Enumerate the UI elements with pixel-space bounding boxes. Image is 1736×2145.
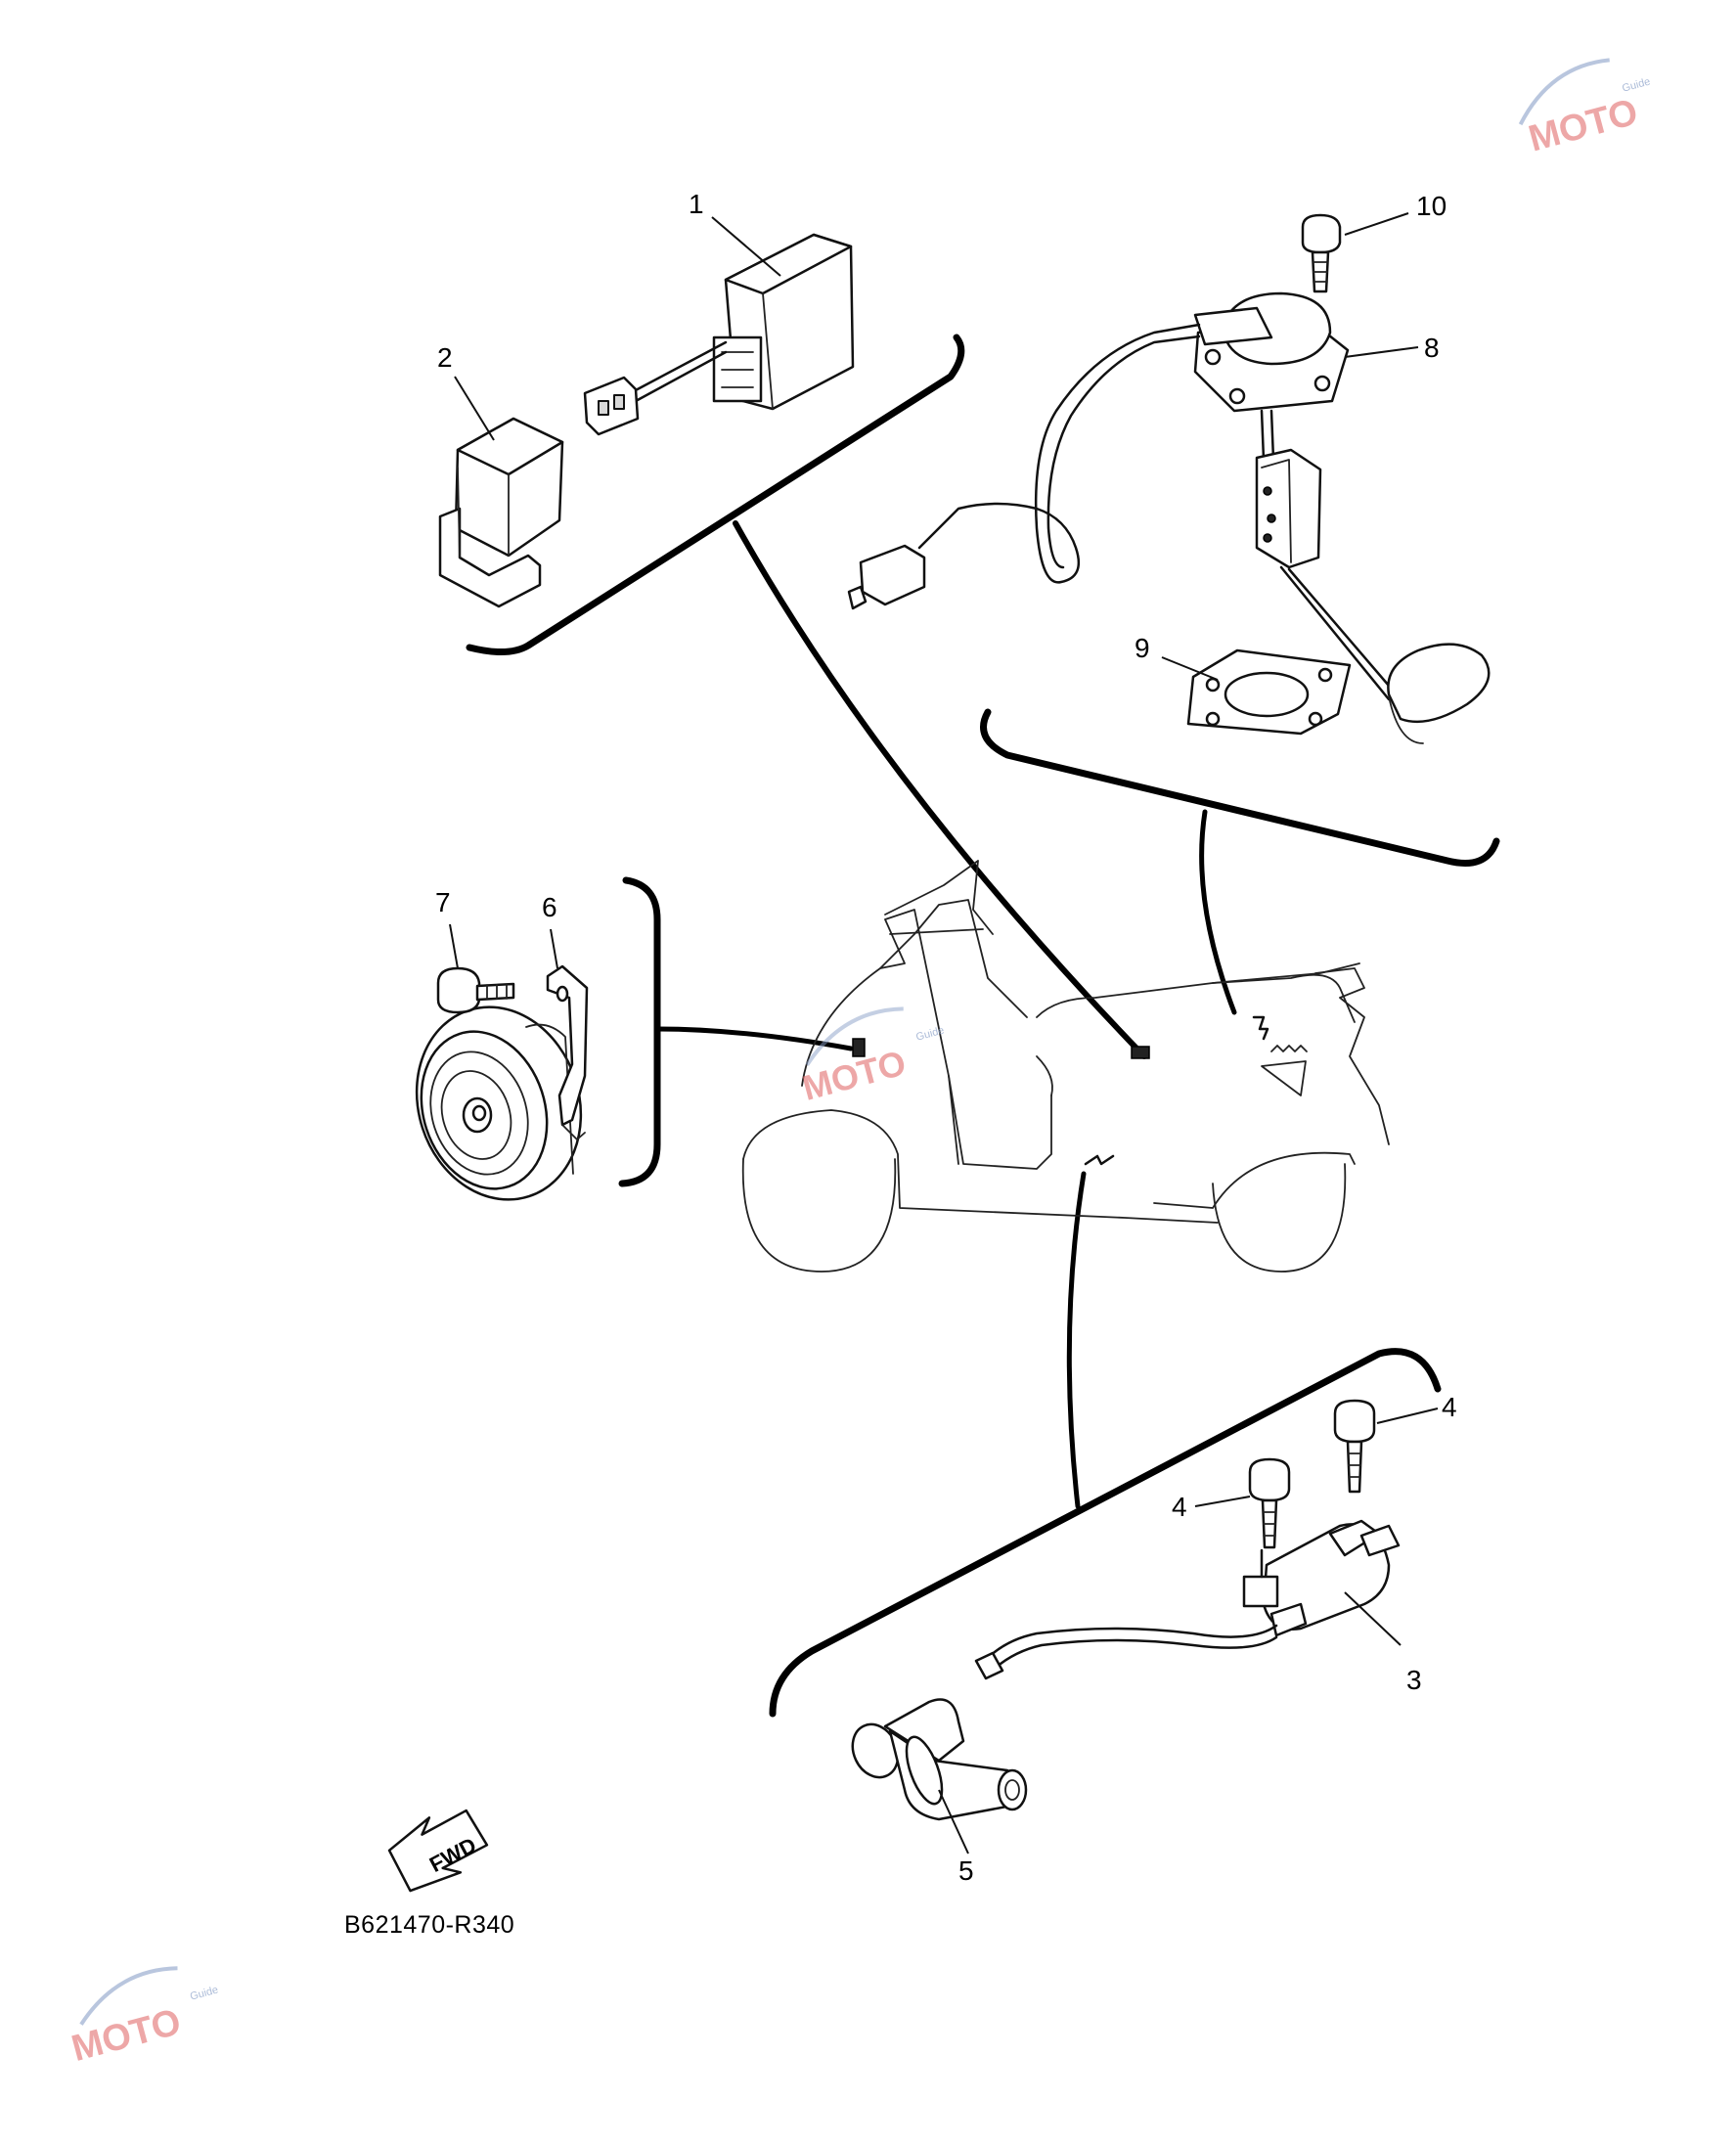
watermark-bottom-left: MOTO Guide <box>67 1966 220 2070</box>
relay-unit <box>438 417 564 608</box>
callout-9: 9 <box>1135 633 1150 663</box>
ignition-coil <box>974 1519 1401 1680</box>
callout-2: 2 <box>437 342 453 373</box>
link-line-cdi <box>733 520 1147 1059</box>
cdi-connector-marker <box>1131 1046 1150 1059</box>
ignition-connector-marker <box>1084 1154 1115 1166</box>
callout-5: 5 <box>958 1855 974 1886</box>
bolt-4-upper <box>1333 1399 1376 1494</box>
scooter-silhouette <box>741 860 1390 1273</box>
group-bracket-fuel-sender <box>980 708 1500 867</box>
fuel-connector-marker <box>1252 1015 1269 1041</box>
callout-8: 8 <box>1424 333 1440 363</box>
fuel-level-sender <box>847 291 1491 744</box>
callout-1: 1 <box>689 189 704 219</box>
cdi-unit <box>583 233 855 436</box>
part-code: B621470-R340 <box>344 1911 514 1939</box>
fwd-arrow: FWD <box>387 1809 489 1893</box>
group-bracket-horn <box>618 876 661 1187</box>
svg-text:Guide: Guide <box>1621 76 1651 95</box>
callout-4-lower: 4 <box>1172 1492 1187 1522</box>
callout-4-upper: 4 <box>1442 1392 1457 1422</box>
svg-text:Guide: Guide <box>189 1985 219 2003</box>
gasket-9 <box>1186 648 1352 736</box>
horn-assembly <box>415 964 589 1201</box>
horn-connector-marker <box>852 1038 866 1057</box>
group-bracket-cdi <box>466 334 965 655</box>
link-line-ignition <box>1066 1171 1087 1509</box>
callout-6: 6 <box>542 892 557 922</box>
spark-plug-cap <box>851 1698 1028 1821</box>
svg-text:MOTO: MOTO <box>1525 92 1642 160</box>
group-bracket-ignition <box>769 1348 1442 1718</box>
watermark-top-right: MOTO Guide <box>1518 58 1652 160</box>
bolt-10 <box>1301 213 1342 293</box>
callout-10: 10 <box>1416 191 1447 221</box>
bolt-4-lower <box>1248 1457 1291 1549</box>
callout-3: 3 <box>1406 1665 1422 1695</box>
link-line-fuel-sender <box>1199 809 1237 1015</box>
leader-lines <box>449 212 1439 1855</box>
callout-7: 7 <box>435 887 451 917</box>
watermark-center: MOTO Guide <box>798 1006 946 1108</box>
bolt-7 <box>436 966 515 1014</box>
svg-text:MOTO: MOTO <box>67 2001 185 2070</box>
